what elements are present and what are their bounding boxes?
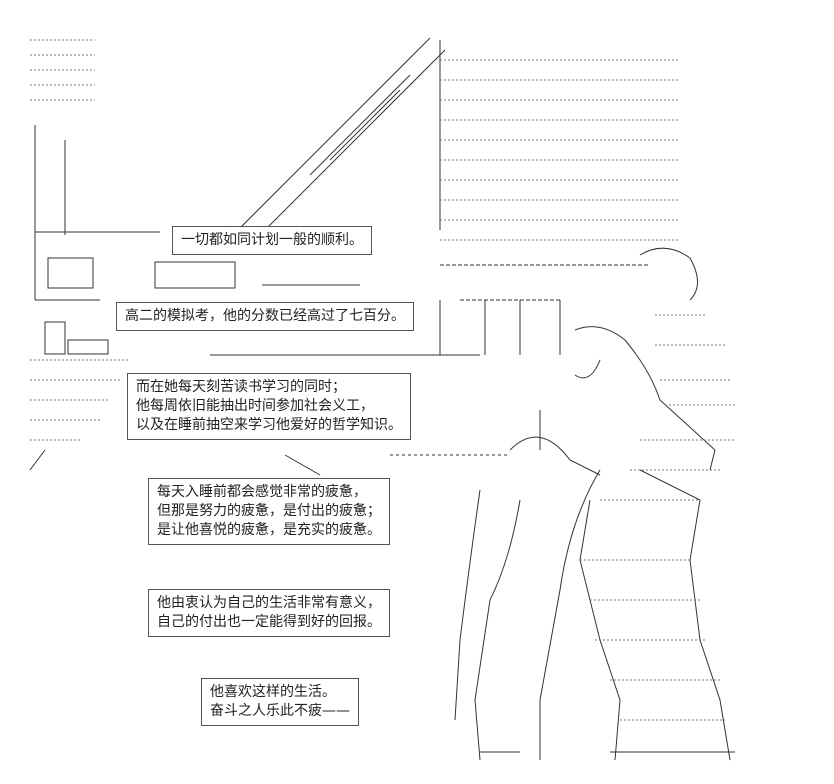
caption-line: 高二的模拟考，他的分数已经高过了七百分。 <box>125 308 405 324</box>
caption-line: 但那是努力的疲惫，是付出的疲惫； <box>157 503 381 519</box>
caption-box-1: 一切都如同计划一般的顺利。 <box>172 226 372 255</box>
caption-line: 他每周依旧能抽出时间参加社会义工， <box>136 398 374 414</box>
caption-box-3: 而在她每天刻苦读书学习的同时； 他每周依旧能抽出时间参加社会义工， 以及在睡前抽… <box>127 373 411 440</box>
caption-line: 自己的付出也一定能得到好的回报。 <box>157 614 381 630</box>
caption-line: 而在她每天刻苦读书学习的同时； <box>136 379 346 395</box>
diagonal-shade-1 <box>229 37 431 239</box>
caption-line: 每天入睡前都会感觉非常的疲惫， <box>157 484 367 500</box>
caption-line: 以及在睡前抽空来学习他爱好的哲学知识。 <box>136 417 402 433</box>
caption-line: 是让他喜悦的疲惫，是充实的疲惫。 <box>157 522 381 538</box>
figure-leg <box>639 469 731 761</box>
caption-line: 一切都如同计划一般的顺利。 <box>181 232 363 248</box>
caption-line: 他由衷认为自己的生活非常有意义， <box>157 595 381 611</box>
caption-box-4: 每天入睡前都会感觉非常的疲惫， 但那是努力的疲惫，是付出的疲惫； 是让他喜悦的疲… <box>148 478 390 545</box>
figure-head <box>639 247 698 301</box>
caption-box-2: 高二的模拟考，他的分数已经高过了七百分。 <box>116 302 414 331</box>
caption-box-6: 他喜欢这样的生活。 奋斗之人乐此不疲—— <box>201 678 359 726</box>
caption-box-5: 他由衷认为自己的生活非常有意义， 自己的付出也一定能得到好的回报。 <box>148 589 390 637</box>
caption-line: 奋斗之人乐此不疲—— <box>210 703 350 719</box>
caption-line: 他喜欢这样的生活。 <box>210 684 336 700</box>
